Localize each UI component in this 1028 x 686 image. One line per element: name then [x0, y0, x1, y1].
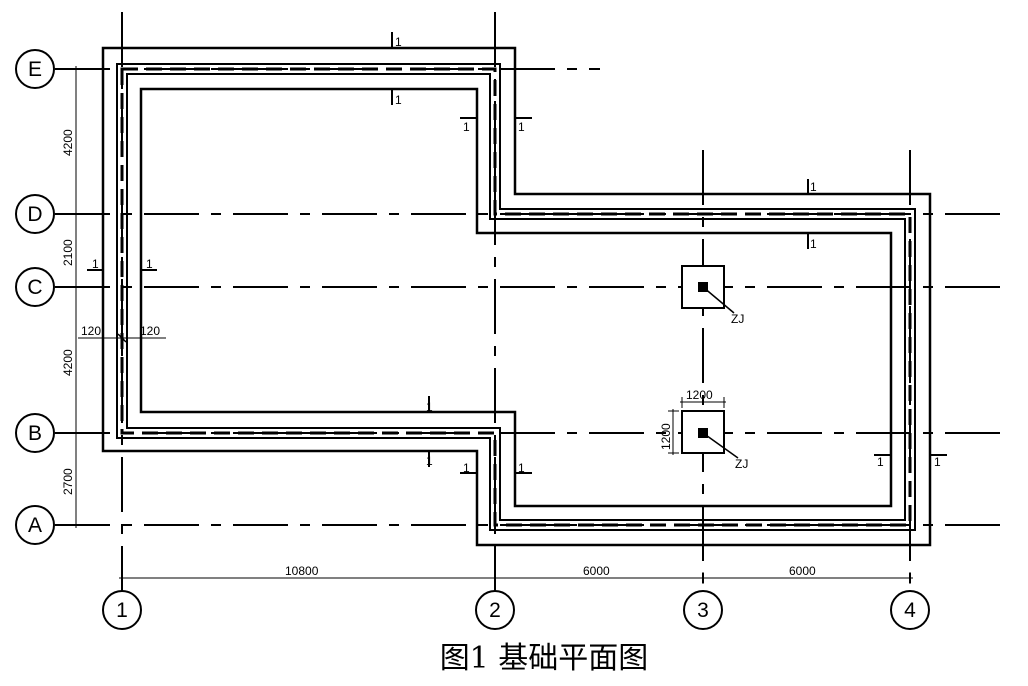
svg-text:A: A: [28, 514, 42, 537]
footing-label-C3: ZJ: [731, 312, 744, 326]
footing-size-width: 1200: [686, 388, 713, 402]
section-mark-1h: 1: [146, 257, 153, 271]
wall-centerline: [120, 67, 912, 527]
wall-outer-line: [116, 63, 916, 531]
section-mark-1k: 1: [463, 461, 470, 475]
row-spacing-C-B: 4200: [61, 349, 75, 376]
section-mark-1a: 1: [395, 35, 402, 49]
row-spacing-D-C: 2100: [61, 239, 75, 266]
svg-text:E: E: [28, 58, 42, 81]
drawing-caption: 图1 基础平面图: [440, 641, 649, 676]
wall-offset-right-label: 120: [140, 324, 160, 338]
section-mark-1m: 1: [877, 455, 884, 469]
axis-bubble-A: A: [15, 505, 55, 545]
wall-offset-dimension: 120 120: [78, 324, 166, 343]
leader-line-B3: [702, 432, 739, 459]
section-mark-1n: 1: [934, 455, 941, 469]
svg-text:3: 3: [697, 599, 709, 622]
footing-label-B3: ZJ: [735, 457, 748, 471]
horizontal-dimension-chain: 10800 6000 6000: [119, 564, 913, 584]
axis-bubble-E: E: [15, 49, 55, 89]
col-spacing-1-2: 10800: [285, 564, 319, 578]
svg-text:4: 4: [904, 599, 916, 622]
vertical-dimension-chain: 4200 2100 4200 2700: [61, 66, 82, 528]
column-footing-B3: [681, 410, 725, 454]
wall-inner-line: [126, 73, 906, 521]
section-mark-1f: 1: [810, 237, 817, 251]
row-axis-bubbles: E D C B A: [15, 49, 55, 545]
row-spacing-E-D: 4200: [61, 129, 75, 156]
section-marks: [87, 32, 947, 474]
section-mark-1b: 1: [395, 93, 402, 107]
foundation-outlines: [101, 46, 932, 547]
section-mark-1d: 1: [518, 120, 525, 134]
axis-bubble-B: B: [15, 413, 55, 453]
wall-offset-left-label: 120: [81, 324, 101, 338]
svg-text:1: 1: [116, 599, 128, 622]
svg-text:D: D: [27, 203, 42, 226]
axis-bubble-1: 1: [102, 590, 142, 630]
footing-inner-edge: [139, 87, 893, 508]
section-mark-1e: 1: [810, 180, 817, 194]
footing-size-height: 1200: [659, 423, 673, 450]
section-mark-1i: 1: [426, 400, 433, 414]
leader-line-C3: [702, 286, 735, 314]
axis-bubble-2: 2: [475, 590, 515, 630]
section-mark-1c: 1: [463, 120, 470, 134]
col-spacing-3-4: 6000: [789, 564, 816, 578]
axis-bubble-3: 3: [683, 590, 723, 630]
axis-bubble-C: C: [15, 267, 55, 307]
col-axis-bubbles: 1 2 3 4: [102, 590, 930, 630]
svg-text:2: 2: [489, 599, 501, 622]
section-mark-1g: 1: [92, 257, 99, 271]
row-spacing-B-A: 2700: [61, 468, 75, 495]
footing-outer-edge: [101, 46, 932, 547]
col-spacing-2-3: 6000: [583, 564, 610, 578]
section-mark-1j: 1: [426, 454, 433, 468]
svg-text:B: B: [28, 422, 42, 445]
svg-text:C: C: [27, 276, 42, 299]
section-mark-labels: 1 1 1 1 1 1 1 1 1 1 1 1 1 1: [92, 35, 941, 475]
column-footings: ZJ ZJ 1200 1200: [659, 265, 748, 471]
axis-bubble-D: D: [15, 194, 55, 234]
axis-bubble-4: 4: [890, 590, 930, 630]
section-mark-1l: 1: [518, 461, 525, 475]
